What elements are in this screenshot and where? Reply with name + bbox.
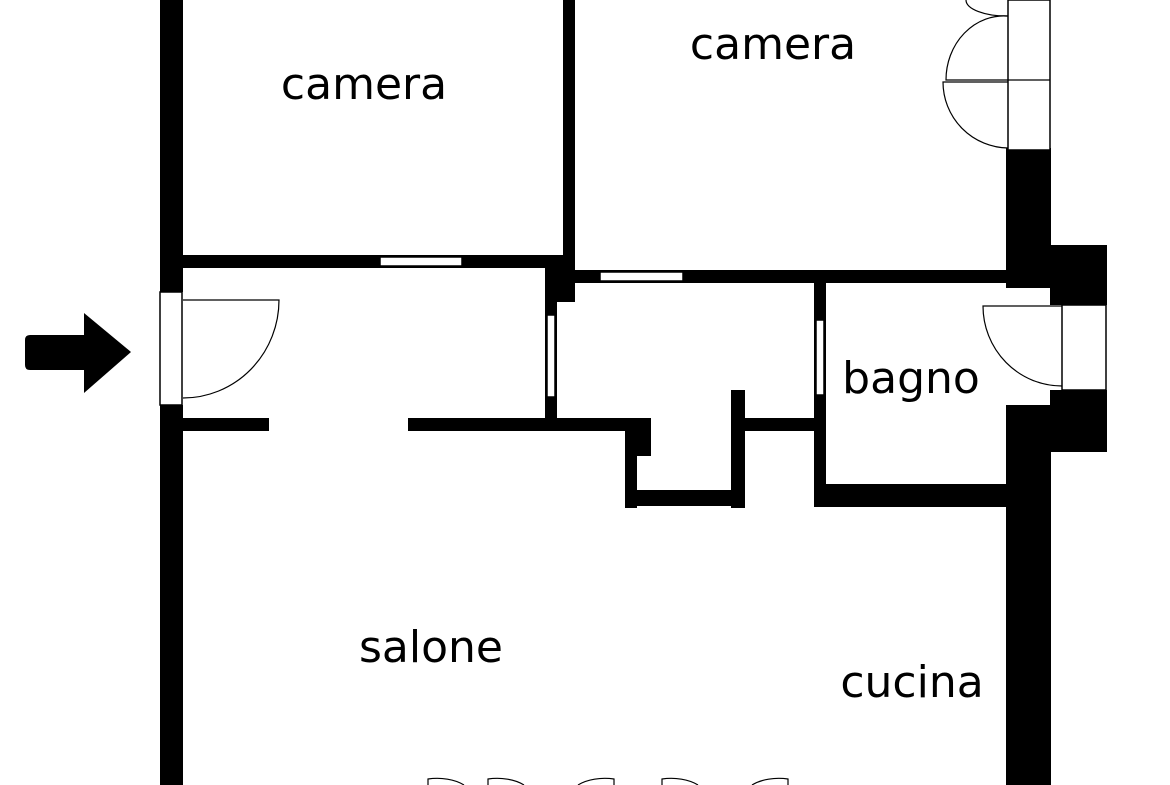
window-camera-1 xyxy=(379,256,463,267)
camera-2-window-swing-1 xyxy=(945,15,1009,81)
entry-door-swing xyxy=(182,299,280,399)
wall-left-upper xyxy=(160,0,183,292)
room-label-salone: salone xyxy=(359,622,503,673)
entry-door-jamb xyxy=(159,291,183,406)
wall-closet-left-thick xyxy=(637,418,651,456)
wall-left-lower xyxy=(160,405,183,785)
window-camera-2 xyxy=(599,271,684,282)
wall-camera-1-bottom xyxy=(160,255,575,268)
window-corridor-left xyxy=(546,314,556,398)
room-label-camera-1: camera xyxy=(281,59,447,110)
wall-right-pier-top xyxy=(1050,245,1107,305)
arrow-right-icon xyxy=(25,313,131,393)
wall-right-upper xyxy=(1006,148,1051,288)
camera-2-window-swing-2 xyxy=(942,81,1009,149)
wall-camera-divider xyxy=(563,0,575,300)
door-swings xyxy=(182,0,1063,785)
room-label-camera-2: camera xyxy=(690,19,856,70)
wall-closet-left xyxy=(625,418,637,508)
room-label-cucina: cucina xyxy=(840,657,983,708)
camera-2-window-swing-3 xyxy=(965,0,1009,17)
salone-window-swing-4 xyxy=(661,777,699,785)
windows xyxy=(159,0,1107,406)
bagno-door-swing xyxy=(982,305,1063,387)
window-camera-2-right xyxy=(1007,0,1051,151)
walls xyxy=(160,0,1107,785)
window-bagno-right xyxy=(1061,304,1107,391)
salone-window-swing-3 xyxy=(577,777,615,785)
wall-closet-right xyxy=(731,390,745,508)
wall-bagno-bottom xyxy=(814,484,1051,507)
salone-window-swing-1 xyxy=(427,777,465,785)
salone-window-swing-5 xyxy=(751,777,789,785)
wall-closet-bottom xyxy=(625,490,745,506)
wall-right-lower xyxy=(1006,405,1051,785)
wall-corridor-right-stub xyxy=(731,418,821,431)
window-bagno-left xyxy=(815,319,825,396)
wall-corridor-bottom xyxy=(408,418,651,431)
room-label-bagno: bagno xyxy=(842,353,980,404)
salone-window-swing-2 xyxy=(487,777,525,785)
wall-entry-stub xyxy=(183,418,269,431)
wall-corridor-post xyxy=(545,268,575,302)
